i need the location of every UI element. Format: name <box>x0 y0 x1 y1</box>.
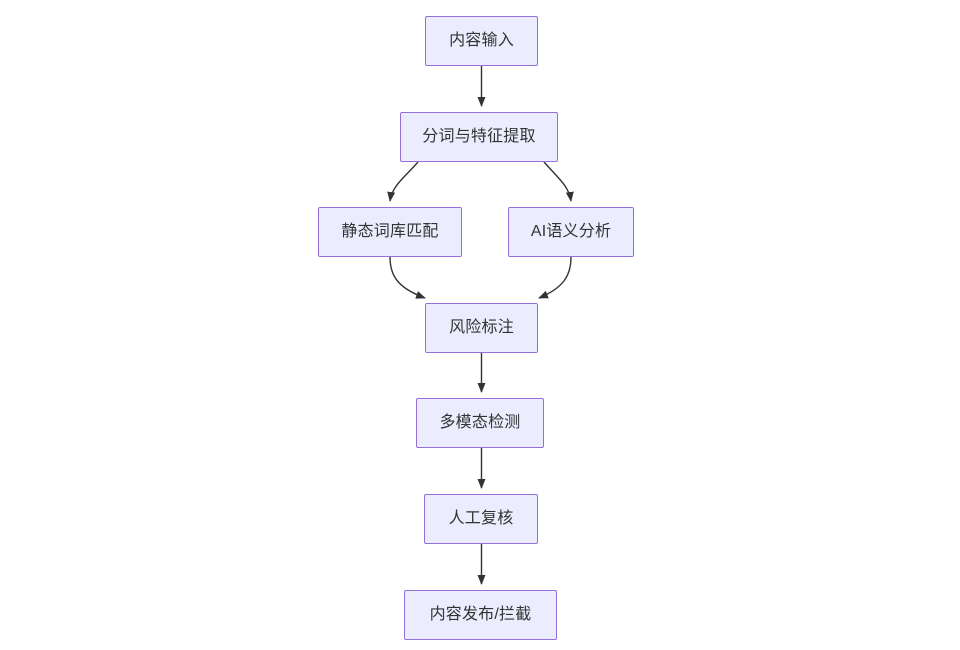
node-risk-annotation[interactable]: 风险标注 <box>425 303 538 353</box>
node-label: 分词与特征提取 <box>422 128 536 145</box>
node-label: 风险标注 <box>449 319 514 336</box>
node-label: 多模态检测 <box>439 414 521 431</box>
edge-lexicon-to-risk <box>389 256 426 299</box>
node-static-lexicon-match[interactable]: 静态词库匹配 <box>318 207 462 257</box>
node-label: 静态词库匹配 <box>341 223 439 240</box>
edge-semantic-to-risk <box>538 256 572 299</box>
node-multimodal-detection[interactable]: 多模态检测 <box>416 398 544 448</box>
node-publish-or-block[interactable]: 内容发布/拦截 <box>404 590 557 640</box>
node-ai-semantic-analysis[interactable]: AI语义分析 <box>508 207 634 257</box>
edge-tokenize-to-lexicon <box>387 161 419 202</box>
node-manual-review[interactable]: 人工复核 <box>424 494 538 544</box>
node-label: AI语义分析 <box>530 223 612 240</box>
edge-tokenize-to-semantic <box>543 161 574 202</box>
node-tokenize-feature-extraction[interactable]: 分词与特征提取 <box>400 112 558 162</box>
node-label: 人工复核 <box>448 510 514 527</box>
node-label: 内容发布/拦截 <box>429 606 532 623</box>
node-content-input[interactable]: 内容输入 <box>425 16 538 66</box>
node-label: 内容输入 <box>449 32 514 49</box>
